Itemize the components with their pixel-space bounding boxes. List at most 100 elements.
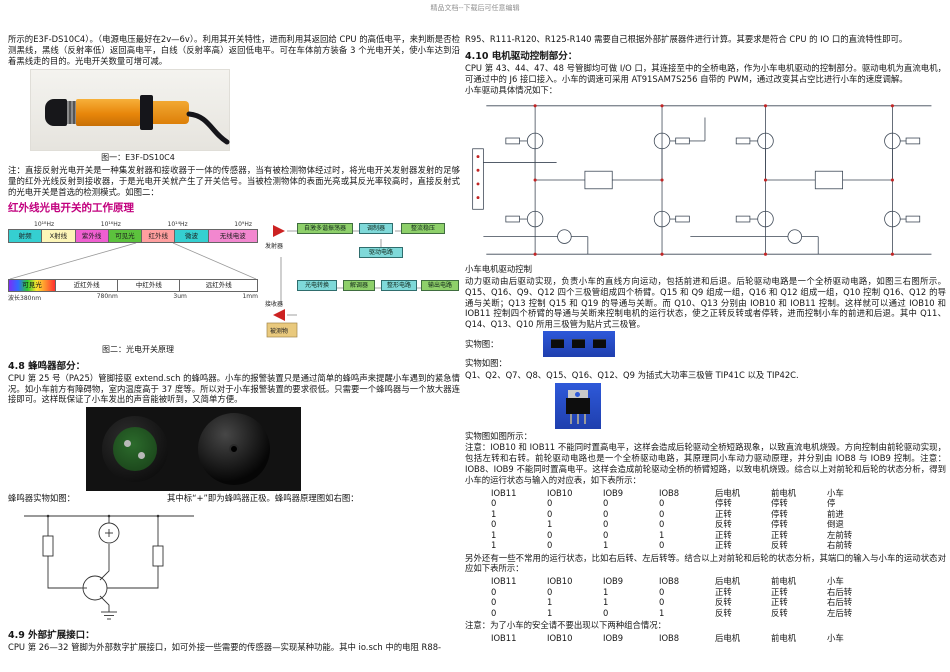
table-cell: 停	[827, 498, 836, 509]
table-cell: 停转	[771, 519, 788, 530]
table-cell: 反转	[715, 597, 732, 608]
table-cell: 0	[491, 597, 497, 608]
block-rectifier: 整流稳压	[401, 222, 445, 234]
transistor-leg	[570, 413, 572, 424]
table-header-cell: 前电机	[771, 632, 797, 643]
table-cell: 停转	[771, 508, 788, 519]
table-cell: 正转	[771, 586, 788, 597]
note-paragraph: 注：直接反射光电开关是一种集发射器和接收器于一体的传感器，当有被检测物体经过时，…	[8, 165, 460, 197]
table-cell: 1	[491, 508, 497, 519]
left-column: 所示的E3F-DS10C4）。（电源电压最好在2v—6v）。利用其开关特性，进而…	[8, 33, 460, 654]
table-header-cell: IOB8	[659, 487, 680, 498]
sensor-photo	[30, 69, 230, 152]
intro-paragraph: 所示的E3F-DS10C4）。（电源电压最好在2v—6v）。利用其开关特性，进而…	[8, 34, 460, 66]
block-modulator: 调制器	[359, 222, 393, 234]
infrared-subband: 中红外线	[118, 279, 181, 291]
table-header-cell: 后电机	[715, 632, 741, 643]
table-cell: 0	[547, 508, 553, 519]
table-header-cell: 后电机	[715, 576, 741, 587]
table-header-cell: IOB8	[659, 632, 680, 643]
block-oscillator: 自激多谐振荡器	[297, 222, 353, 234]
motor-drive-schematic	[472, 104, 932, 256]
table-cell: 0	[603, 498, 609, 509]
table-header-cell: IOB10	[547, 576, 573, 587]
table-header-cell: IOB11	[491, 487, 517, 498]
table-cell: 左后转	[827, 607, 853, 618]
table-cell: 0	[603, 508, 609, 519]
wavelength-tick: 3um	[173, 292, 187, 300]
figure1-caption: 图一：E3F-DS10C4	[101, 153, 175, 163]
table-cell: 前进	[827, 508, 844, 519]
table-cell: 0	[547, 586, 553, 597]
buzzer-pin	[138, 452, 145, 460]
sensor-thread	[67, 101, 76, 125]
table-cell: 正转	[715, 508, 732, 519]
infrared-subband: 近红外线	[55, 279, 119, 291]
frequency-tick: 10¹⁴Hz	[167, 220, 188, 228]
transistor-mount-hole	[575, 391, 580, 397]
wavelength-tick: 波长380nm	[8, 294, 42, 302]
right-column: R95、R111-R120、R125-R140 需要自己根据外部扩展器件进行计算…	[465, 33, 946, 645]
infrared-subband: 可見光	[9, 279, 56, 291]
figure2-caption: 图二：光电开关原理	[102, 344, 174, 354]
spectrum-band: 可见光	[108, 229, 143, 242]
buzzer-front-view	[198, 413, 270, 486]
table-cell: 右前转	[827, 540, 853, 551]
table-header-cell: IOB10	[547, 632, 573, 643]
buzzer-photo	[86, 407, 301, 492]
wavelength-tick: 1mm	[242, 292, 258, 300]
buzzer-schematic	[24, 514, 194, 620]
block-output: 输出电路	[421, 279, 459, 291]
table-cell: 停转	[715, 498, 732, 509]
tip-caption: Q1、Q2、Q7、Q8、Q15、Q16、Q12、Q9 为插式大功率三极管 TIP…	[465, 369, 799, 380]
buzzer-label-row: 蜂鸣器实物如图： 其中标“+”即为蜂鸣器正极。蜂鸣器原理图如右图：	[8, 493, 460, 504]
block-diagram-lines	[266, 224, 421, 338]
buzzer-pcb	[113, 427, 157, 472]
smd-photo-row: 实物图：	[465, 330, 946, 357]
section-410-paragraph: CPU 第 43、44、47、48 号管脚均可做 I/O 口，其连接至中的全桥电…	[465, 62, 946, 84]
receiver-label: 接收器	[265, 300, 284, 308]
section-49-paragraph: CPU 第 26—32 管脚为外部数字扩展接口，如可外接一些需要的传感器—实现某…	[8, 641, 442, 652]
transistor-leg	[577, 413, 579, 424]
table-header-cell: IOB8	[659, 576, 680, 587]
spectrum-band: 无线电波	[208, 229, 257, 242]
sensor-lens	[45, 99, 67, 127]
table-cell: 正转	[715, 529, 732, 540]
block-driver: 驱动电路	[359, 246, 403, 258]
sensor-body	[76, 99, 140, 127]
table-cell: 0	[603, 519, 609, 530]
block-shaper: 整形电路	[381, 279, 417, 291]
spectrum-band: X射线	[42, 229, 76, 242]
tip-transistor-photo	[555, 382, 601, 429]
table-cell: 0	[491, 607, 497, 618]
table-header-cell: 小车	[827, 487, 844, 498]
buzzer-pin	[124, 440, 131, 448]
spectrum-zoom-lines	[9, 242, 257, 279]
table-cell: 1	[603, 586, 609, 597]
buzzer-schematic-label: 其中标“+”即为蜂鸣器正极。蜂鸣器原理图如右图：	[167, 493, 359, 504]
buzzer-photo-label: 蜂鸣器实物如图：	[8, 493, 75, 504]
section-410-paragraph2: 小车驱动具体情况如下：	[465, 85, 558, 96]
table-header-cell: IOB9	[603, 576, 624, 587]
block-demodulator: 解调器	[343, 279, 375, 291]
table-cell: 0	[659, 597, 665, 608]
note3-paragraph: 注意：为了小车的安全请不要出现以下两种组合情况：	[465, 620, 666, 631]
table-cell: 停转	[771, 498, 788, 509]
table-cell: 倒退	[827, 519, 844, 530]
sensor-tail	[153, 101, 189, 125]
table-cell: 1	[547, 519, 553, 530]
table-cell: 反转	[715, 607, 732, 618]
table-cell: 正转	[771, 597, 788, 608]
table-cell: 0	[659, 586, 665, 597]
table-header-cell: 小车	[827, 576, 844, 587]
spectrum-band: 红外线	[142, 229, 176, 242]
